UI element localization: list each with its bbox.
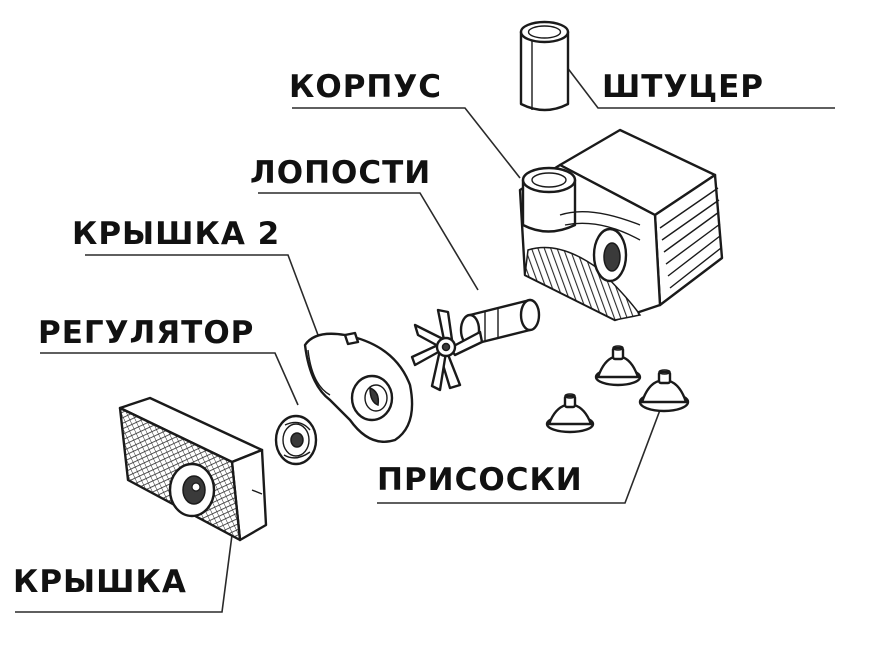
- leader-shtutser: [559, 57, 835, 109]
- label-korpus: КОРПУС: [289, 69, 442, 105]
- suction-cup-2: [638, 369, 690, 413]
- prisoski-part: [545, 345, 690, 434]
- label-prisoski: ПРИСОСКИ: [377, 462, 583, 498]
- lopasti-part: [410, 298, 541, 392]
- kryshka-2-part: [303, 331, 414, 443]
- shtutser-part: [519, 20, 570, 112]
- label-regulyator: РЕГУЛЯТОР: [38, 315, 254, 351]
- label-shtutser: ШТУЦЕР: [602, 69, 764, 105]
- regulyator-part: [274, 414, 318, 466]
- leader-korpus: [292, 107, 521, 179]
- leader-regulyator: [40, 352, 299, 406]
- suction-cup-1: [594, 345, 642, 387]
- leader-kryshka: [15, 534, 233, 613]
- leader-prisoski: [377, 409, 661, 504]
- label-kryshka: КРЫШКА: [13, 564, 187, 600]
- suction-cup-3: [545, 393, 595, 434]
- label-lopasti: ЛОПОСТИ: [250, 155, 431, 191]
- leader-lopasti: [258, 192, 479, 291]
- label-kryshka-2: КРЫШКА 2: [72, 216, 280, 252]
- leader-kryshka-2: [85, 254, 319, 336]
- korpus-part: [518, 128, 724, 322]
- leader-lines: [15, 57, 835, 613]
- kryshka-part: [118, 396, 268, 542]
